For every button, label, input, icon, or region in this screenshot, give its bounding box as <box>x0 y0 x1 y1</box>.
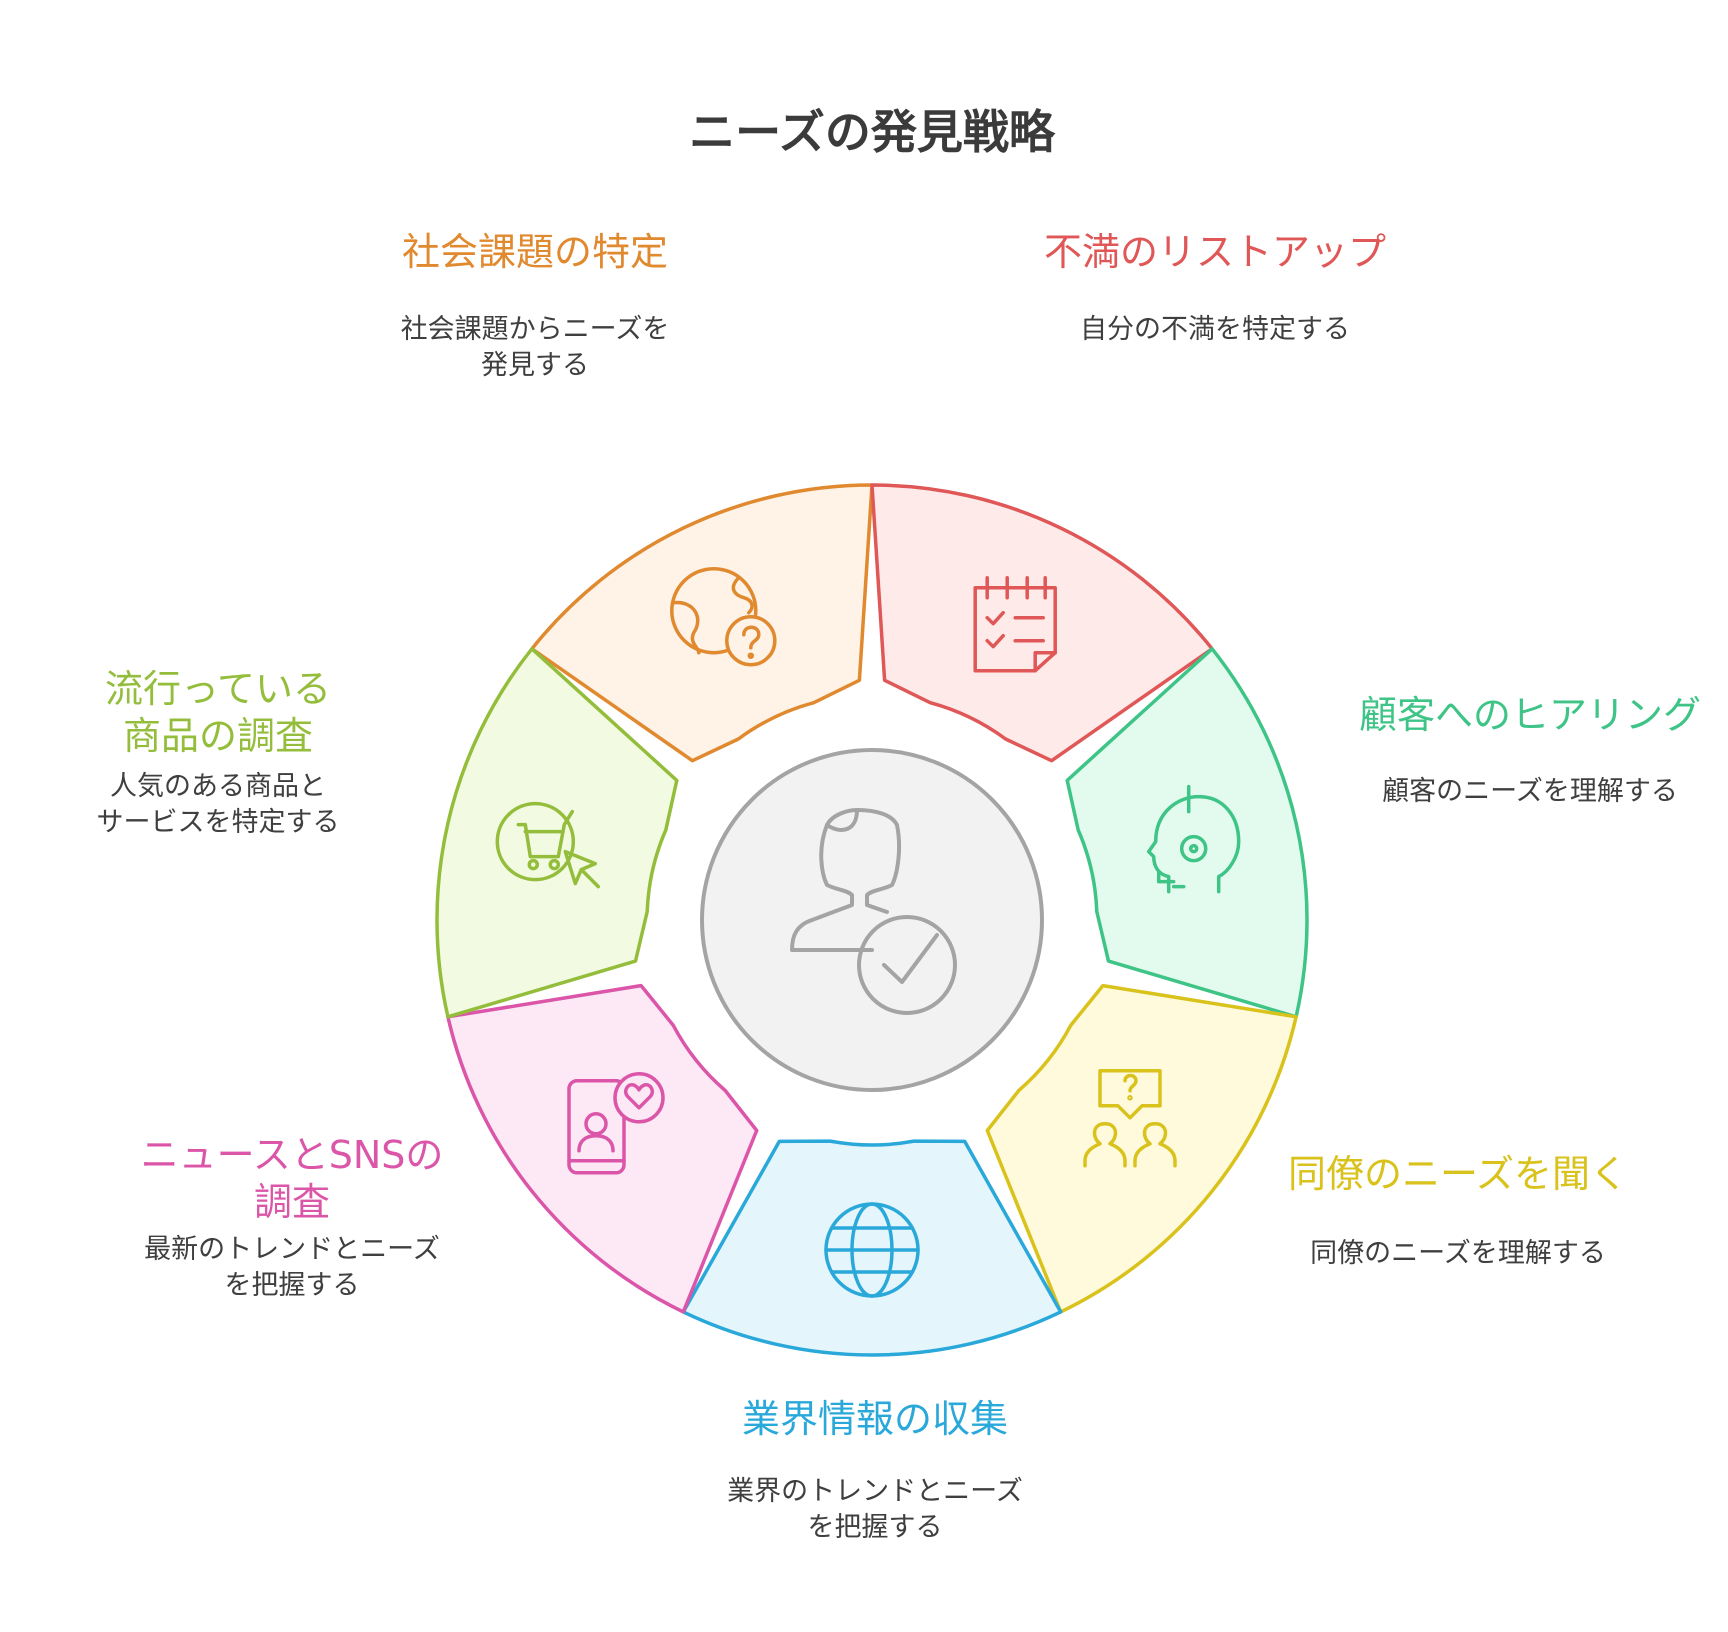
segment-title: 顧客へのヒアリング <box>1359 693 1701 737</box>
segment-description-line: 業界のトレンドとニーズ <box>727 1476 1023 1507</box>
segment-dissatisfaction <box>870 483 1214 763</box>
segment-description-line: 最新のトレンドとニーズ <box>144 1234 440 1265</box>
segment-description-line: 同僚のニーズを理解する <box>1310 1238 1606 1269</box>
segment-description: 人気のある商品とサービスを特定する <box>97 771 340 838</box>
segment-title: 流行っている商品の調査 <box>105 667 331 758</box>
segment-title: ニュースとSNSの調査 <box>141 1133 444 1224</box>
segment-industry-info <box>681 1139 1063 1357</box>
segment-description-line: を把握する <box>225 1270 360 1301</box>
checklist-icon <box>973 575 1057 673</box>
segment-title-line: 不満のリストアップ <box>1044 230 1386 274</box>
segment-description: 顧客のニーズを理解する <box>1382 776 1678 807</box>
center-circle <box>700 748 1044 1092</box>
page-title: ニーズの発見戦略 <box>689 105 1056 159</box>
segment-description-line: 人気のある商品と <box>110 771 326 802</box>
segment-description-line: 社会課題からニーズを <box>401 314 670 345</box>
cart-cursor-icon <box>495 801 601 889</box>
people-question-icon <box>1083 1069 1177 1168</box>
segment-description-line: 自分の不満を特定する <box>1080 314 1350 345</box>
segment-description: 社会課題からニーズを発見する <box>401 314 670 381</box>
segment-title-line: 顧客へのヒアリング <box>1359 693 1701 737</box>
segment-title-line: 調査 <box>254 1180 330 1224</box>
segment-social-issues <box>530 483 874 763</box>
segment-description: 自分の不満を特定する <box>1080 314 1350 345</box>
phone-heart-icon <box>567 1072 665 1175</box>
segment-title-line: 業界情報の収集 <box>742 1397 1008 1441</box>
segment-title: 同僚のニーズを聞く <box>1288 1152 1628 1196</box>
segment-title: 社会課題の特定 <box>402 230 668 274</box>
globe-question-icon <box>670 566 777 667</box>
segment-title-line: 商品の調査 <box>123 714 313 758</box>
headset-icon <box>1146 784 1241 894</box>
strategy-ring <box>435 483 1309 1357</box>
segment-description-line: を把握する <box>808 1512 943 1543</box>
segment-description: 最新のトレンドとニーズを把握する <box>144 1234 440 1301</box>
segment-description-line: 発見する <box>481 350 589 381</box>
segment-title-line: ニュースとSNSの <box>141 1133 444 1177</box>
segment-customer-hearing <box>1065 647 1309 1019</box>
segment-title-line: 社会課題の特定 <box>402 230 668 274</box>
segment-title-line: 同僚のニーズを聞く <box>1288 1152 1628 1196</box>
segment-title: 業界情報の収集 <box>742 1397 1008 1441</box>
segment-description-line: サービスを特定する <box>97 807 340 838</box>
segment-title-line: 流行っている <box>105 667 331 711</box>
segment-description: 同僚のニーズを理解する <box>1310 1238 1606 1269</box>
center-hub <box>700 748 1044 1092</box>
user-check-icon <box>790 808 957 1015</box>
segment-news-sns <box>446 983 759 1314</box>
segment-title: 不満のリストアップ <box>1044 230 1386 274</box>
globe-icon <box>824 1202 920 1298</box>
segment-description: 業界のトレンドとニーズを把握する <box>727 1476 1023 1543</box>
segment-description-line: 顧客のニーズを理解する <box>1382 776 1678 807</box>
